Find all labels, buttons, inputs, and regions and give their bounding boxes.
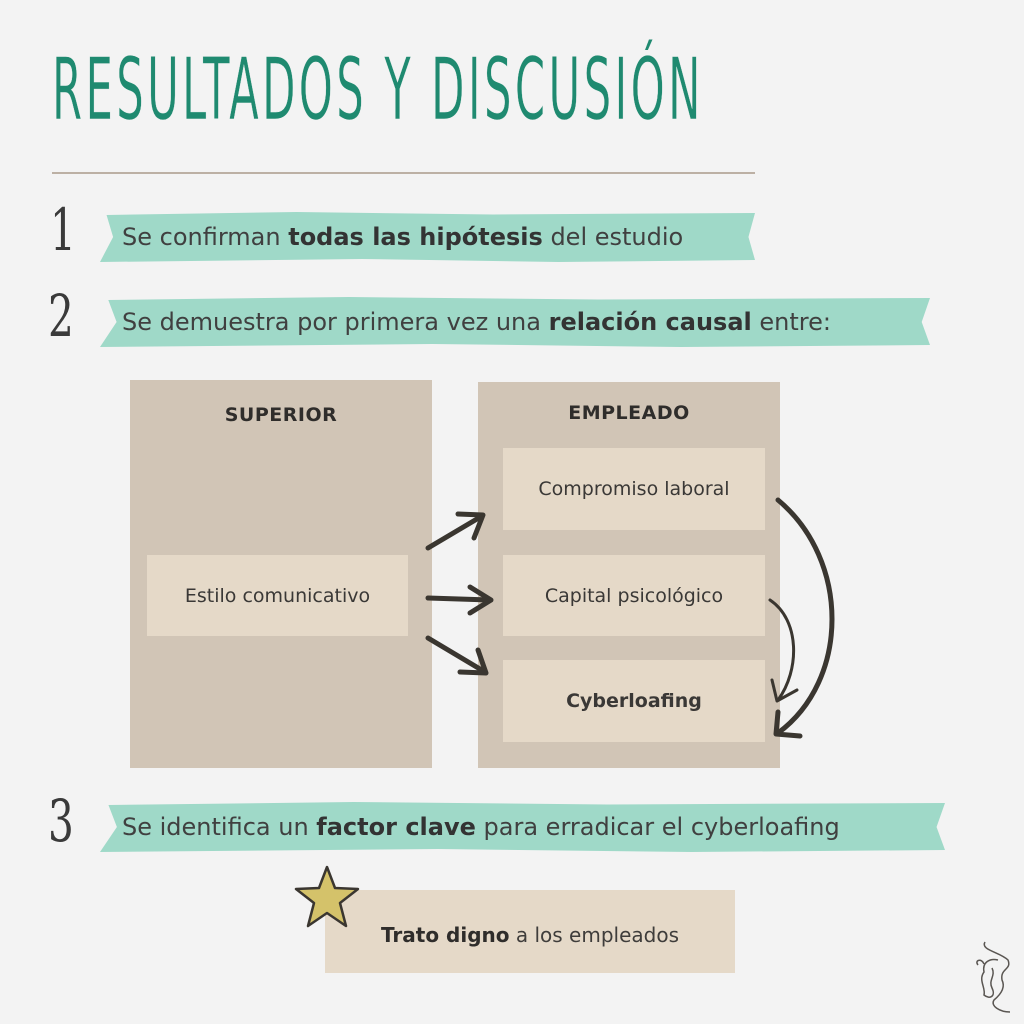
point-1: Se confirman todas las hipótesis del est… (100, 212, 755, 262)
faces-line-art-icon (976, 941, 1011, 1013)
point-number-1: 1 (50, 196, 76, 264)
point-number-2: 2 (48, 282, 74, 350)
estilo-comunicativo-box: Estilo comunicativo (147, 555, 408, 636)
point-2-text: Se demuestra por primera vez una (122, 308, 541, 336)
arrow-to-cyberloafing (425, 635, 489, 676)
divider (52, 172, 755, 174)
star-icon (294, 865, 360, 928)
empleado-panel: EMPLEADO Compromiso laboral Capital psic… (478, 382, 780, 768)
point-2: Se demuestra por primera vez una relació… (100, 297, 930, 347)
point-3: Se identifica un factor clave para errad… (100, 802, 945, 852)
arrow-capital-to-cyberloafing (768, 598, 799, 703)
key-factor-text: a los empleados (515, 922, 680, 947)
arrow-to-compromiso (425, 511, 486, 551)
point-number-3: 3 (48, 787, 74, 855)
point-3-bold: factor clave (316, 813, 476, 841)
key-factor-box: Trato digno a los empleados (325, 890, 735, 973)
point-1-text-end: del estudio (550, 223, 684, 251)
cyberloafing-box: Cyberloafing (503, 660, 765, 742)
arrow-compromiso-to-cyberloafing (773, 497, 835, 739)
point-2-bold: relación causal (548, 308, 752, 336)
point-3-text: Se identifica un (122, 813, 309, 841)
point-2-text-end: entre: (759, 308, 831, 336)
point-3-text-end: para erradicar el cyberloafing (483, 813, 840, 841)
superior-header: SUPERIOR (224, 404, 338, 426)
page-title: RESULTADOS Y DISCUSIÓN (52, 40, 704, 141)
arrow-to-capital (425, 584, 494, 616)
compromiso-laboral-box: Compromiso laboral (503, 448, 765, 530)
capital-psicologico-box: Capital psicológico (503, 555, 765, 636)
point-1-bold: todas las hipótesis (288, 223, 543, 251)
superior-panel: SUPERIOR Estilo comunicativo (130, 380, 432, 768)
key-factor-bold: Trato digno (380, 922, 510, 947)
empleado-header: EMPLEADO (568, 402, 690, 424)
point-1-text: Se confirman (122, 223, 281, 251)
